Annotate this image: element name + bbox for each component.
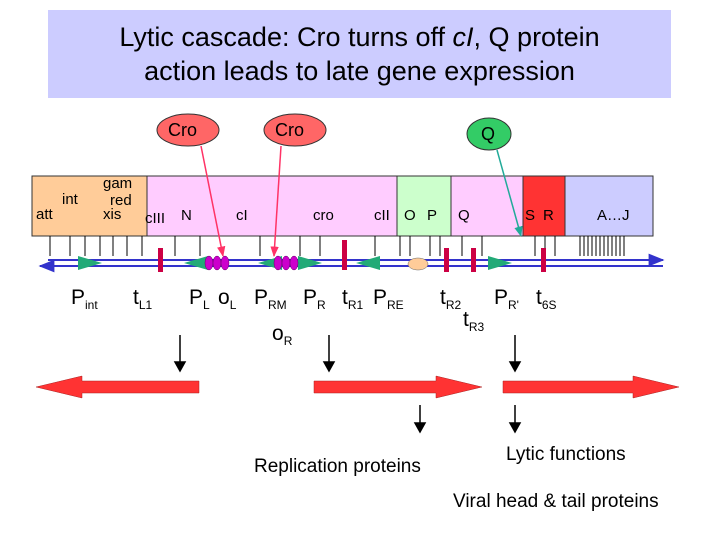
promoter-pre-arrow xyxy=(356,256,380,270)
label-ol: oL xyxy=(218,286,237,312)
cro-label-2: Cro xyxy=(275,120,305,140)
gene-n: N xyxy=(181,207,192,224)
promoter-pint-arrow xyxy=(78,256,102,270)
caption-viral-head-tail: Viral head & tail proteins xyxy=(453,491,659,512)
gene-ciii: cIII xyxy=(145,210,166,227)
gene-cro: cro xyxy=(313,207,334,224)
title-box: Lytic cascade: Cro turns off cI, Q prote… xyxy=(48,10,671,98)
gene-xis: xis xyxy=(103,206,122,223)
cro-action-line-2 xyxy=(270,145,282,258)
terminator-tr3 xyxy=(471,248,476,272)
label-pr: PR xyxy=(303,286,326,312)
terminator-tr1 xyxy=(342,240,347,270)
gene-r: R xyxy=(543,207,554,224)
region-early-left xyxy=(146,175,398,237)
transcript-arrow-replication xyxy=(313,375,483,399)
q-action-line xyxy=(496,149,523,238)
cro-action-line-1 xyxy=(200,145,226,258)
terminator-t6s xyxy=(541,248,546,272)
title-line-1: Lytic cascade: Cro turns off cI, Q prote… xyxy=(48,21,671,53)
gene-q: Q xyxy=(458,207,470,224)
label-prm: PRM xyxy=(254,286,287,312)
label-tl1: tL1 xyxy=(133,286,153,312)
gene-tick-marks xyxy=(49,236,625,256)
label-pr-prime: PR' xyxy=(494,286,519,312)
down-arrows xyxy=(173,335,522,434)
region-aj xyxy=(564,175,654,237)
gene-ci: cI xyxy=(236,207,248,224)
gene-red: red xyxy=(110,192,132,209)
gene-p: P xyxy=(427,207,438,224)
operator-ol-sites xyxy=(204,255,230,271)
promoter-pl-arrow xyxy=(184,256,208,270)
operator-or-sites xyxy=(273,255,299,271)
ori-site xyxy=(407,257,429,271)
promoter-pr-prime-arrow xyxy=(488,256,512,270)
promoter-pr-arrow xyxy=(298,256,322,270)
title-text-suffix: , Q protein xyxy=(473,22,600,52)
cro-protein-oval-1 xyxy=(156,113,220,147)
region-att-int-xis xyxy=(31,175,148,237)
transcript-arrow-late xyxy=(502,375,680,399)
label-pre: PRE xyxy=(373,286,404,312)
label-or: oR xyxy=(272,322,293,348)
caption-replication-proteins: Replication proteins xyxy=(254,456,421,477)
transcript-arrow-leftward xyxy=(35,375,200,399)
region-q xyxy=(450,175,524,237)
q-protein-oval xyxy=(466,117,512,151)
terminator-tr2 xyxy=(444,248,449,272)
gene-a-to-j: A…J xyxy=(597,207,630,224)
region-sr xyxy=(522,175,566,237)
cro-label-1: Cro xyxy=(168,120,198,140)
label-tr2: tR2 xyxy=(440,286,462,312)
label-tr3: tR3 xyxy=(463,308,485,334)
terminator-tl1 xyxy=(158,248,163,272)
title-italic-ci: cI xyxy=(452,22,474,52)
gene-att: att xyxy=(36,206,53,223)
region-replication-op xyxy=(396,175,452,237)
title-line-2: action leads to late gene expression xyxy=(144,56,575,86)
gene-s: S xyxy=(525,207,536,224)
gene-o: O xyxy=(404,207,416,224)
gene-cii: cII xyxy=(374,207,390,224)
q-label: Q xyxy=(481,124,496,144)
label-tr1: tR1 xyxy=(342,286,364,312)
gene-gam: gam xyxy=(103,175,133,192)
label-pl: PL xyxy=(189,286,210,312)
caption-lytic-functions: Lytic functions xyxy=(506,444,626,465)
gene-int: int xyxy=(62,191,78,208)
title-text: Lytic cascade: Cro turns off xyxy=(119,22,453,52)
cro-protein-oval-2 xyxy=(263,113,327,147)
label-pint: Pint xyxy=(71,286,98,312)
label-t6s: t6S xyxy=(536,286,557,312)
